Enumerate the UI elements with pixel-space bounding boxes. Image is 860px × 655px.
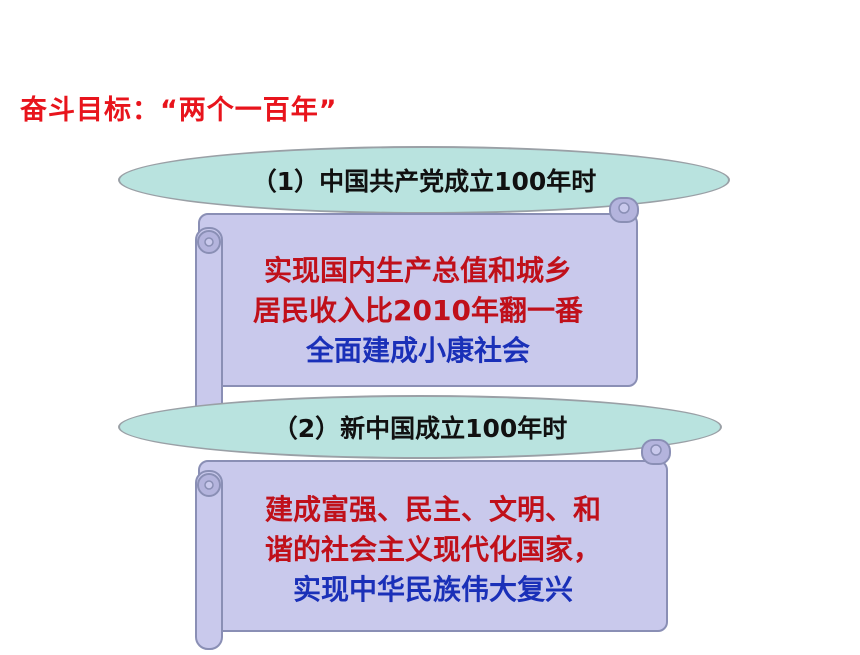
goal-1-scroll: 实现国内生产总值和城乡 居民收入比2010年翻一番 全面建成小康社会 [198, 213, 638, 387]
scroll-curl-icon [641, 439, 671, 465]
goal-2-line-1: 建成富强、民主、文明、和 [264, 493, 601, 526]
goal-2-label: （2）新中国成立100年时 [272, 414, 568, 443]
goal-2-label-ellipse: （2）新中国成立100年时 [118, 395, 722, 459]
goal-1-label-ellipse: （1）中国共产党成立100年时 [118, 146, 730, 214]
scroll-curl-icon [609, 197, 639, 223]
goal-1-highlight: 全面建成小康社会 [305, 334, 530, 367]
goal-2-highlight: 实现中华民族伟大复兴 [292, 573, 573, 606]
goal-1-line-1: 实现国内生产总值和城乡 [263, 254, 572, 287]
scroll-curl-icon [195, 227, 223, 419]
goal-1-label: （1）中国共产党成立100年时 [251, 167, 597, 196]
page-title: 奋斗目标：“两个一百年” [20, 95, 338, 126]
scroll-curl-icon [195, 470, 223, 650]
goal-2-scroll: 建成富强、民主、文明、和 谐的社会主义现代化国家， 实现中华民族伟大复兴 [198, 460, 668, 632]
goal-2-line-2: 谐的社会主义现代化国家， [264, 533, 601, 566]
goal-1-line-2: 居民收入比2010年翻一番 [253, 294, 583, 327]
